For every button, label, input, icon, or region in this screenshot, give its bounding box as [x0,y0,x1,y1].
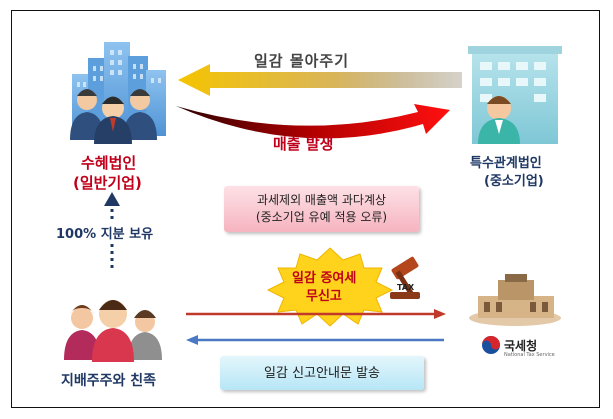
red-flow-arrow [186,309,446,319]
gift-tax-burst [266,247,394,327]
overtax-box: 과세제외 매출액 과다계상 (중소기업 유예 적용 오류) [224,186,419,232]
work-concentration-arrow [178,64,462,96]
ownership-label: 100% 지분 보유 [56,222,154,243]
work-concentration-label: 일감 몰아주기 [254,52,350,70]
overtax-line1: 과세제외 매출액 과다계상 [256,193,387,207]
businessman-icon [478,96,520,144]
notice-box: 일감 신고안내문 발송 [220,356,424,390]
related-corp-subtitle: (중소기업) [484,174,544,189]
related-corp-title: 특수관계법인 [470,156,542,171]
family-people-icon [64,300,162,362]
sales-arrow [176,104,450,139]
controller-label: 지배주주와 친족 [61,373,157,389]
beneficiary-subtitle: (일반기업) [73,174,142,192]
gift-tax-line2: 무신고 [306,289,342,304]
nts-logo-icon [482,336,500,354]
nts-name: 국세청 [504,339,538,353]
blue-flow-arrow [186,335,444,345]
sales-label: 매출 발생 [273,135,334,153]
gavel-icon [390,256,420,299]
gift-tax-line1: 일감 증여세 [292,271,357,286]
businessmen-icon [70,89,157,144]
notice-label: 일감 신고안내문 발송 [264,365,380,381]
beneficiary-title: 수혜법인 [81,154,137,172]
tax-stamp-label: TAX [397,283,415,292]
ownership-arrow [104,192,120,268]
overtax-line2: (중소기업 유예 적용 오류) [255,210,388,224]
nts-building-icon [469,274,561,326]
nts-subname: National Tax Service [504,352,555,358]
